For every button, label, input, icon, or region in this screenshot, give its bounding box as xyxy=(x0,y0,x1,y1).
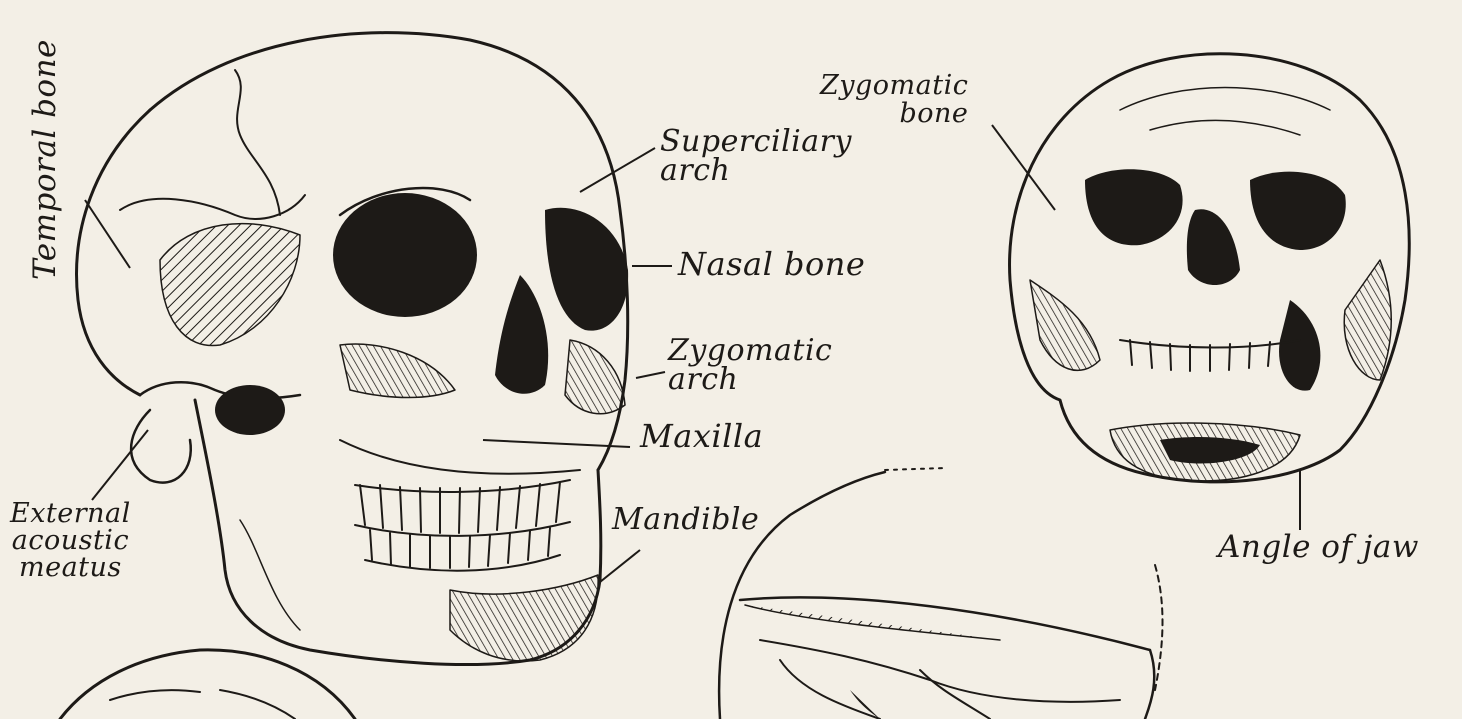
front-skull xyxy=(1010,54,1410,482)
label-angle-of-jaw: Angle of jaw xyxy=(1218,532,1419,563)
main-skull xyxy=(77,33,629,665)
label-zygomatic-arch: Zygomatic arch xyxy=(668,337,832,394)
label-nasal-bone: Nasal bone xyxy=(678,248,865,280)
label-temporal-bone: Temporal bone xyxy=(30,39,61,280)
label-mandible: Mandible xyxy=(612,505,759,535)
label-zygomatic-bone: Zygomatic bone xyxy=(820,72,968,129)
bottom-left-skull-partial xyxy=(60,650,355,719)
top-skull-partial xyxy=(719,468,1162,719)
label-external-acoustic-meatus: External acoustic meatus xyxy=(10,500,131,581)
label-superciliary-arch: Superciliary arch xyxy=(660,128,852,185)
main-skull-back xyxy=(77,110,150,395)
label-maxilla: Maxilla xyxy=(640,420,763,452)
